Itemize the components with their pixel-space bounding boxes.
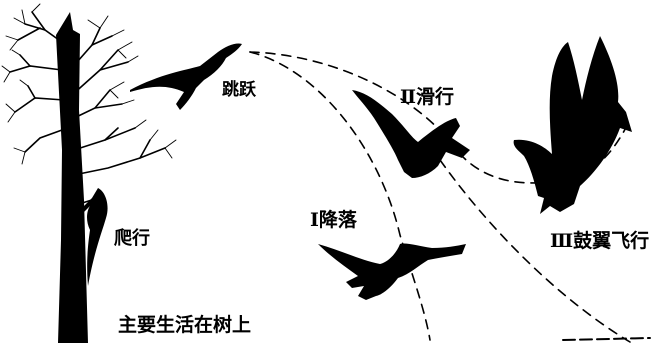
- landing-dinosaur: [318, 243, 466, 300]
- jumping-dinosaur: [130, 43, 242, 111]
- caption-label: 主要生活在树上: [118, 314, 252, 336]
- descent-path: [249, 51, 431, 341]
- flapping-bird: [513, 36, 632, 214]
- glide-label: Ⅱ滑行: [400, 86, 455, 108]
- tree-twigs: [1, 3, 177, 165]
- climb-label: 爬行: [114, 228, 150, 249]
- ground-line: [562, 337, 651, 341]
- flap-label: Ⅲ鼓翼飞行: [550, 230, 650, 252]
- lower-path: [439, 159, 631, 343]
- climbing-dinosaur: [84, 188, 108, 286]
- tree-trunk: [56, 12, 88, 343]
- tree-branches: [9, 11, 166, 206]
- gliding-dinosaur: [352, 90, 470, 178]
- jump-label: 跳跃: [222, 80, 256, 100]
- land-label: Ⅰ降落: [310, 209, 357, 231]
